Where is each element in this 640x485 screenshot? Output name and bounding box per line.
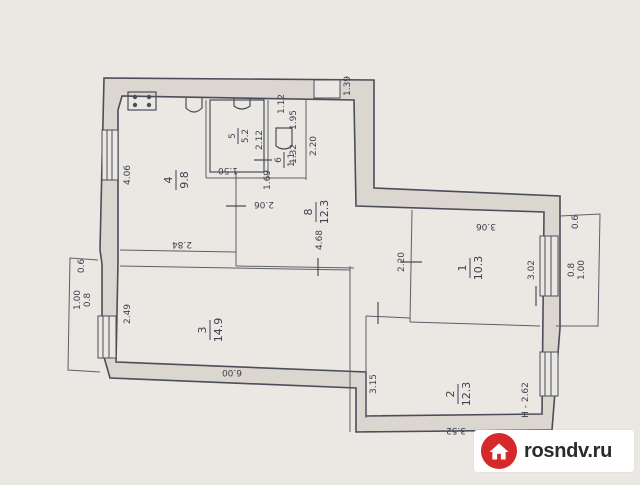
dim-169: 1.69 bbox=[263, 170, 273, 190]
dim-139: 1.39 bbox=[343, 76, 353, 96]
svg-text:1: 1 bbox=[456, 265, 469, 272]
svg-text:9.8: 9.8 bbox=[178, 171, 191, 189]
dim-08a: 0.8 bbox=[83, 293, 93, 308]
svg-text:5.2: 5.2 bbox=[241, 129, 251, 143]
room-label-2: 2 12.3 bbox=[444, 382, 473, 407]
svg-text:6: 6 bbox=[274, 157, 284, 163]
dim-249: 2.49 bbox=[123, 304, 133, 324]
svg-text:2: 2 bbox=[444, 391, 457, 398]
svg-text:5: 5 bbox=[228, 133, 238, 139]
dimension-labels: 6.00 3.06 2.06 2.84 4.06 2.49 2.20 2.20 … bbox=[73, 76, 587, 435]
dim-206: 2.06 bbox=[254, 199, 274, 209]
interior-walls bbox=[119, 100, 541, 432]
dim-08b: 0.8 bbox=[567, 263, 577, 278]
dim-406: 4.06 bbox=[123, 165, 133, 185]
dim-315: 3.15 bbox=[369, 374, 379, 394]
svg-text:12.3: 12.3 bbox=[318, 200, 331, 225]
bathtub-fixture bbox=[209, 98, 265, 173]
dim-06b: 0.6 bbox=[571, 215, 581, 230]
room-label-5: 5 5.2 bbox=[228, 128, 251, 144]
dim-132: 1.32 bbox=[289, 144, 299, 164]
dim-220a: 2.20 bbox=[309, 136, 319, 156]
room-label-4: 4 9.8 bbox=[162, 170, 191, 190]
svg-text:8: 8 bbox=[302, 209, 315, 216]
dim-100a: 1.00 bbox=[73, 290, 83, 310]
dim-352: 3.52 bbox=[446, 425, 466, 435]
dim-468: 4.68 bbox=[315, 230, 325, 250]
balconies bbox=[67, 213, 601, 373]
dim-600: 6.00 bbox=[222, 367, 242, 377]
dim-284: 2.84 bbox=[172, 239, 192, 249]
door-marks bbox=[226, 159, 537, 324]
ceiling-height: H - 2.62 bbox=[521, 382, 531, 418]
dim-112: 1.12 bbox=[277, 94, 287, 114]
dim-302: 3.02 bbox=[527, 260, 537, 280]
stove-fixture bbox=[127, 91, 157, 111]
svg-text:1.1: 1.1 bbox=[287, 153, 297, 167]
svg-text:12.3: 12.3 bbox=[460, 382, 473, 407]
toilet-fixture bbox=[275, 127, 293, 150]
dim-06a: 0.6 bbox=[77, 259, 87, 274]
dim-212: 2.12 bbox=[255, 130, 265, 150]
dim-100b: 1.00 bbox=[577, 260, 587, 280]
dim-150: 1.50 bbox=[218, 165, 238, 175]
watermark-badge: rosndv.ru bbox=[474, 430, 634, 472]
windows bbox=[97, 79, 559, 397]
house-logo-icon bbox=[480, 432, 518, 470]
room-label-3: 3 14.9 bbox=[196, 318, 225, 343]
room-label-8: 8 12.3 bbox=[302, 200, 331, 225]
room-label-1: 1 10.3 bbox=[456, 256, 485, 281]
svg-text:4: 4 bbox=[162, 177, 175, 184]
dim-220b: 2.20 bbox=[397, 252, 407, 272]
dim-306: 3.06 bbox=[476, 221, 496, 231]
watermark-brand: rosndv.ru bbox=[524, 439, 613, 462]
dim-195: 1.95 bbox=[289, 110, 299, 130]
svg-text:14.9: 14.9 bbox=[212, 318, 225, 343]
room-label-6: 6 1.1 bbox=[274, 152, 297, 168]
sink-fixture bbox=[185, 98, 203, 113]
outer-wall bbox=[99, 77, 561, 433]
svg-text:10.3: 10.3 bbox=[472, 256, 485, 281]
svg-text:3: 3 bbox=[196, 327, 209, 334]
